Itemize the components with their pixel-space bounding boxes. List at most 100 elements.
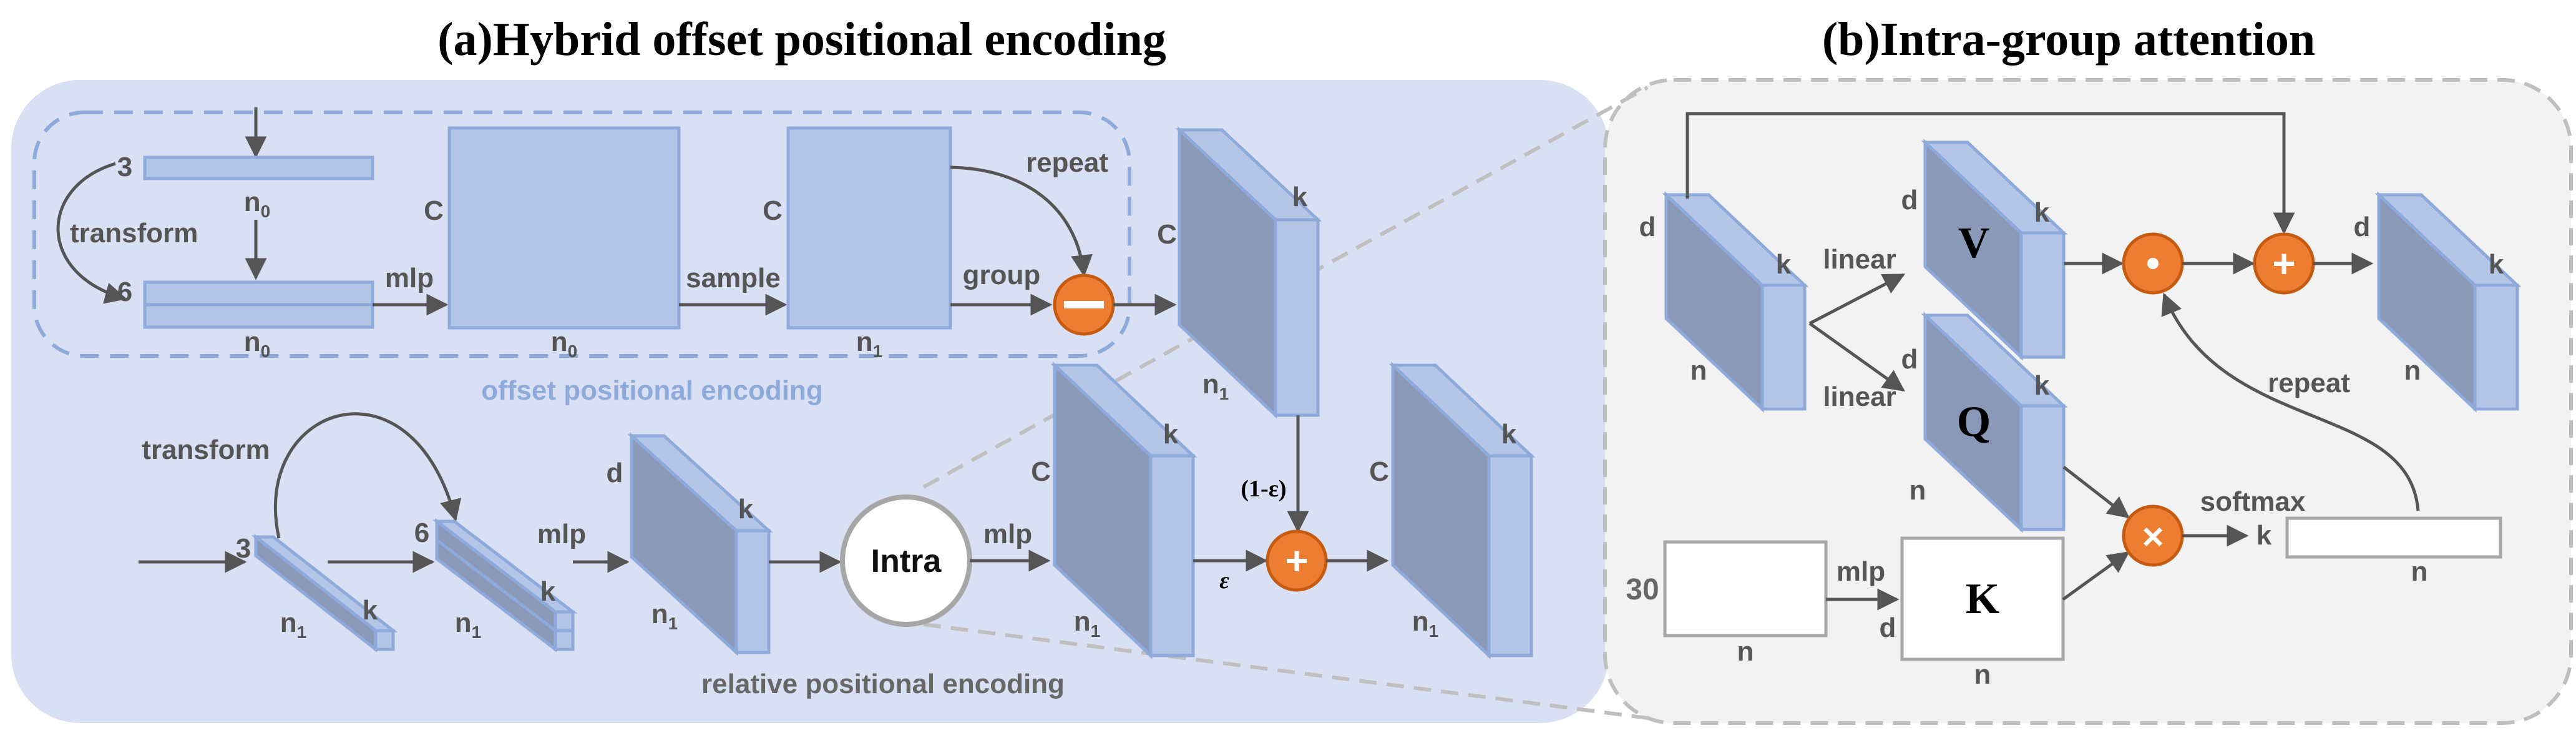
- relative-embedding-cuboid: [627, 432, 773, 656]
- dim-6-top: 6: [117, 277, 132, 307]
- n-label-b1: n: [1690, 355, 1707, 386]
- relative-output-cuboid: [1050, 362, 1198, 659]
- k-label-3: k: [540, 576, 556, 607]
- feature-map-n0: [447, 126, 681, 330]
- relative-input-rect: [1663, 540, 1828, 637]
- softmax-label: softmax: [2200, 486, 2306, 517]
- dim-3-top: 3: [117, 152, 132, 182]
- repeat-label-b: repeat: [2268, 368, 2350, 398]
- q-label: Q: [1957, 398, 1991, 446]
- n-label-rect1: n: [1737, 636, 1754, 667]
- k-label-b2: k: [2489, 249, 2504, 280]
- relative-encoding-caption: relative positional encoding: [701, 669, 1065, 699]
- sample-label: sample: [686, 263, 781, 293]
- n1-label-2: n1: [1203, 369, 1229, 403]
- n-label-k: n: [1974, 659, 1991, 690]
- mlp-label-bottom: mlp: [537, 519, 586, 549]
- transform-curve-top: [56, 162, 127, 304]
- plus-icon-a: +: [1285, 538, 1308, 583]
- intra-label: Intra: [871, 543, 942, 579]
- n0-label-3: n0: [551, 327, 577, 361]
- mlp-label-after-intra: mlp: [983, 519, 1032, 549]
- n-label-b2: n: [2404, 355, 2421, 386]
- k-label-q: k: [2034, 370, 2050, 401]
- k-label-5: k: [1163, 419, 1179, 450]
- output-feature-cuboid-b: [2374, 191, 2522, 413]
- k-big-label: K: [1966, 575, 1999, 623]
- offset-encoding-box: [32, 111, 1131, 358]
- k-label-v: k: [2034, 197, 2050, 228]
- offset-feature-cuboid: [1175, 126, 1322, 419]
- v-label: V: [1958, 219, 1990, 267]
- feature-bar-lower: [143, 303, 374, 329]
- mlp-label-top: mlp: [385, 263, 434, 293]
- n0-label-2: n0: [244, 327, 270, 361]
- repeat-label-top: repeat: [1026, 147, 1108, 178]
- arrow-q-to-times: [2062, 466, 2130, 519]
- d-label-b2: d: [2354, 212, 2371, 242]
- relative-features-cuboid: [432, 518, 578, 653]
- hybrid-output-cuboid: [1388, 362, 1536, 659]
- d-label-v: d: [1901, 185, 1918, 215]
- transform-label-bottom: transform: [142, 435, 270, 465]
- points-xyz-bar: [143, 155, 374, 180]
- dim-3-bottom: 3: [236, 533, 251, 564]
- linear-arrow-v: [1808, 273, 1906, 325]
- linear-arrow-q: [1808, 322, 1905, 392]
- n1-label-6: n1: [1074, 606, 1100, 641]
- transform-curve-bottom: [273, 412, 462, 539]
- c-label-3: C: [1157, 219, 1177, 250]
- k-label-4: k: [738, 494, 754, 524]
- n-label-q: n: [1910, 475, 1926, 506]
- plus-icon-b: +: [2272, 241, 2295, 286]
- times-icon: ×: [2142, 516, 2164, 558]
- dot-icon: [2147, 258, 2159, 269]
- attention-weights-bar: [2285, 516, 2502, 559]
- feature-map-n1: [786, 126, 952, 330]
- group-label: group: [963, 260, 1041, 290]
- k-label-6: k: [1501, 419, 1517, 450]
- c-label-4: C: [1031, 456, 1051, 487]
- mlp-label-b: mlp: [1837, 556, 1885, 587]
- d-label-a: d: [607, 458, 623, 488]
- query-cuboid: [1921, 312, 2068, 533]
- d-label-q: d: [1901, 344, 1918, 375]
- relative-coords-cuboid: [251, 533, 398, 653]
- panel-b-background: [1603, 78, 2573, 725]
- feature-bar-upper: [143, 280, 374, 307]
- input-feature-cuboid-b: [1662, 191, 1809, 413]
- value-cuboid: [1921, 139, 2068, 361]
- k-label-2: k: [363, 595, 378, 626]
- c-label-1: C: [424, 195, 444, 226]
- repeat-curve-top: [950, 165, 1093, 277]
- thirty-label: 30: [1626, 573, 1659, 606]
- transform-label-top: transform: [70, 218, 198, 248]
- title-panel-a: (a)Hybrid offset positional encoding: [437, 13, 1166, 66]
- one-minus-eps-label: (1-ε): [1241, 476, 1286, 502]
- zoom-line-bottom: [923, 622, 1648, 720]
- linear-label-v: linear: [1823, 244, 1896, 275]
- n1-label-4: n1: [455, 608, 481, 642]
- d-label-k: d: [1880, 613, 1896, 643]
- repeat-curve-b: [2161, 292, 2420, 511]
- minus-icon: [1064, 301, 1104, 308]
- n1-label-1: n1: [856, 327, 882, 361]
- d-label-b1: d: [1639, 212, 1656, 242]
- arrow-k-to-times: [2062, 551, 2130, 601]
- k-label-b1: k: [1776, 249, 1792, 280]
- n1-label-3: n1: [280, 608, 306, 642]
- residual-connection: [1686, 112, 2295, 235]
- n-label-weights: n: [2411, 556, 2428, 587]
- c-label-5: C: [1369, 456, 1389, 487]
- offset-encoding-caption: offset positional encoding: [481, 375, 823, 406]
- n1-label-5: n1: [651, 599, 678, 633]
- k-label-softmax: k: [2256, 520, 2272, 551]
- n0-label-1: n0: [244, 187, 270, 221]
- k-label-1: k: [1292, 182, 1308, 212]
- eps-label: ε: [1219, 568, 1229, 594]
- dim-6-bottom: 6: [414, 518, 429, 548]
- n1-label-7: n1: [1412, 606, 1438, 641]
- c-label-2: C: [763, 195, 783, 226]
- title-panel-b: (b)Intra-group attention: [1822, 13, 2315, 66]
